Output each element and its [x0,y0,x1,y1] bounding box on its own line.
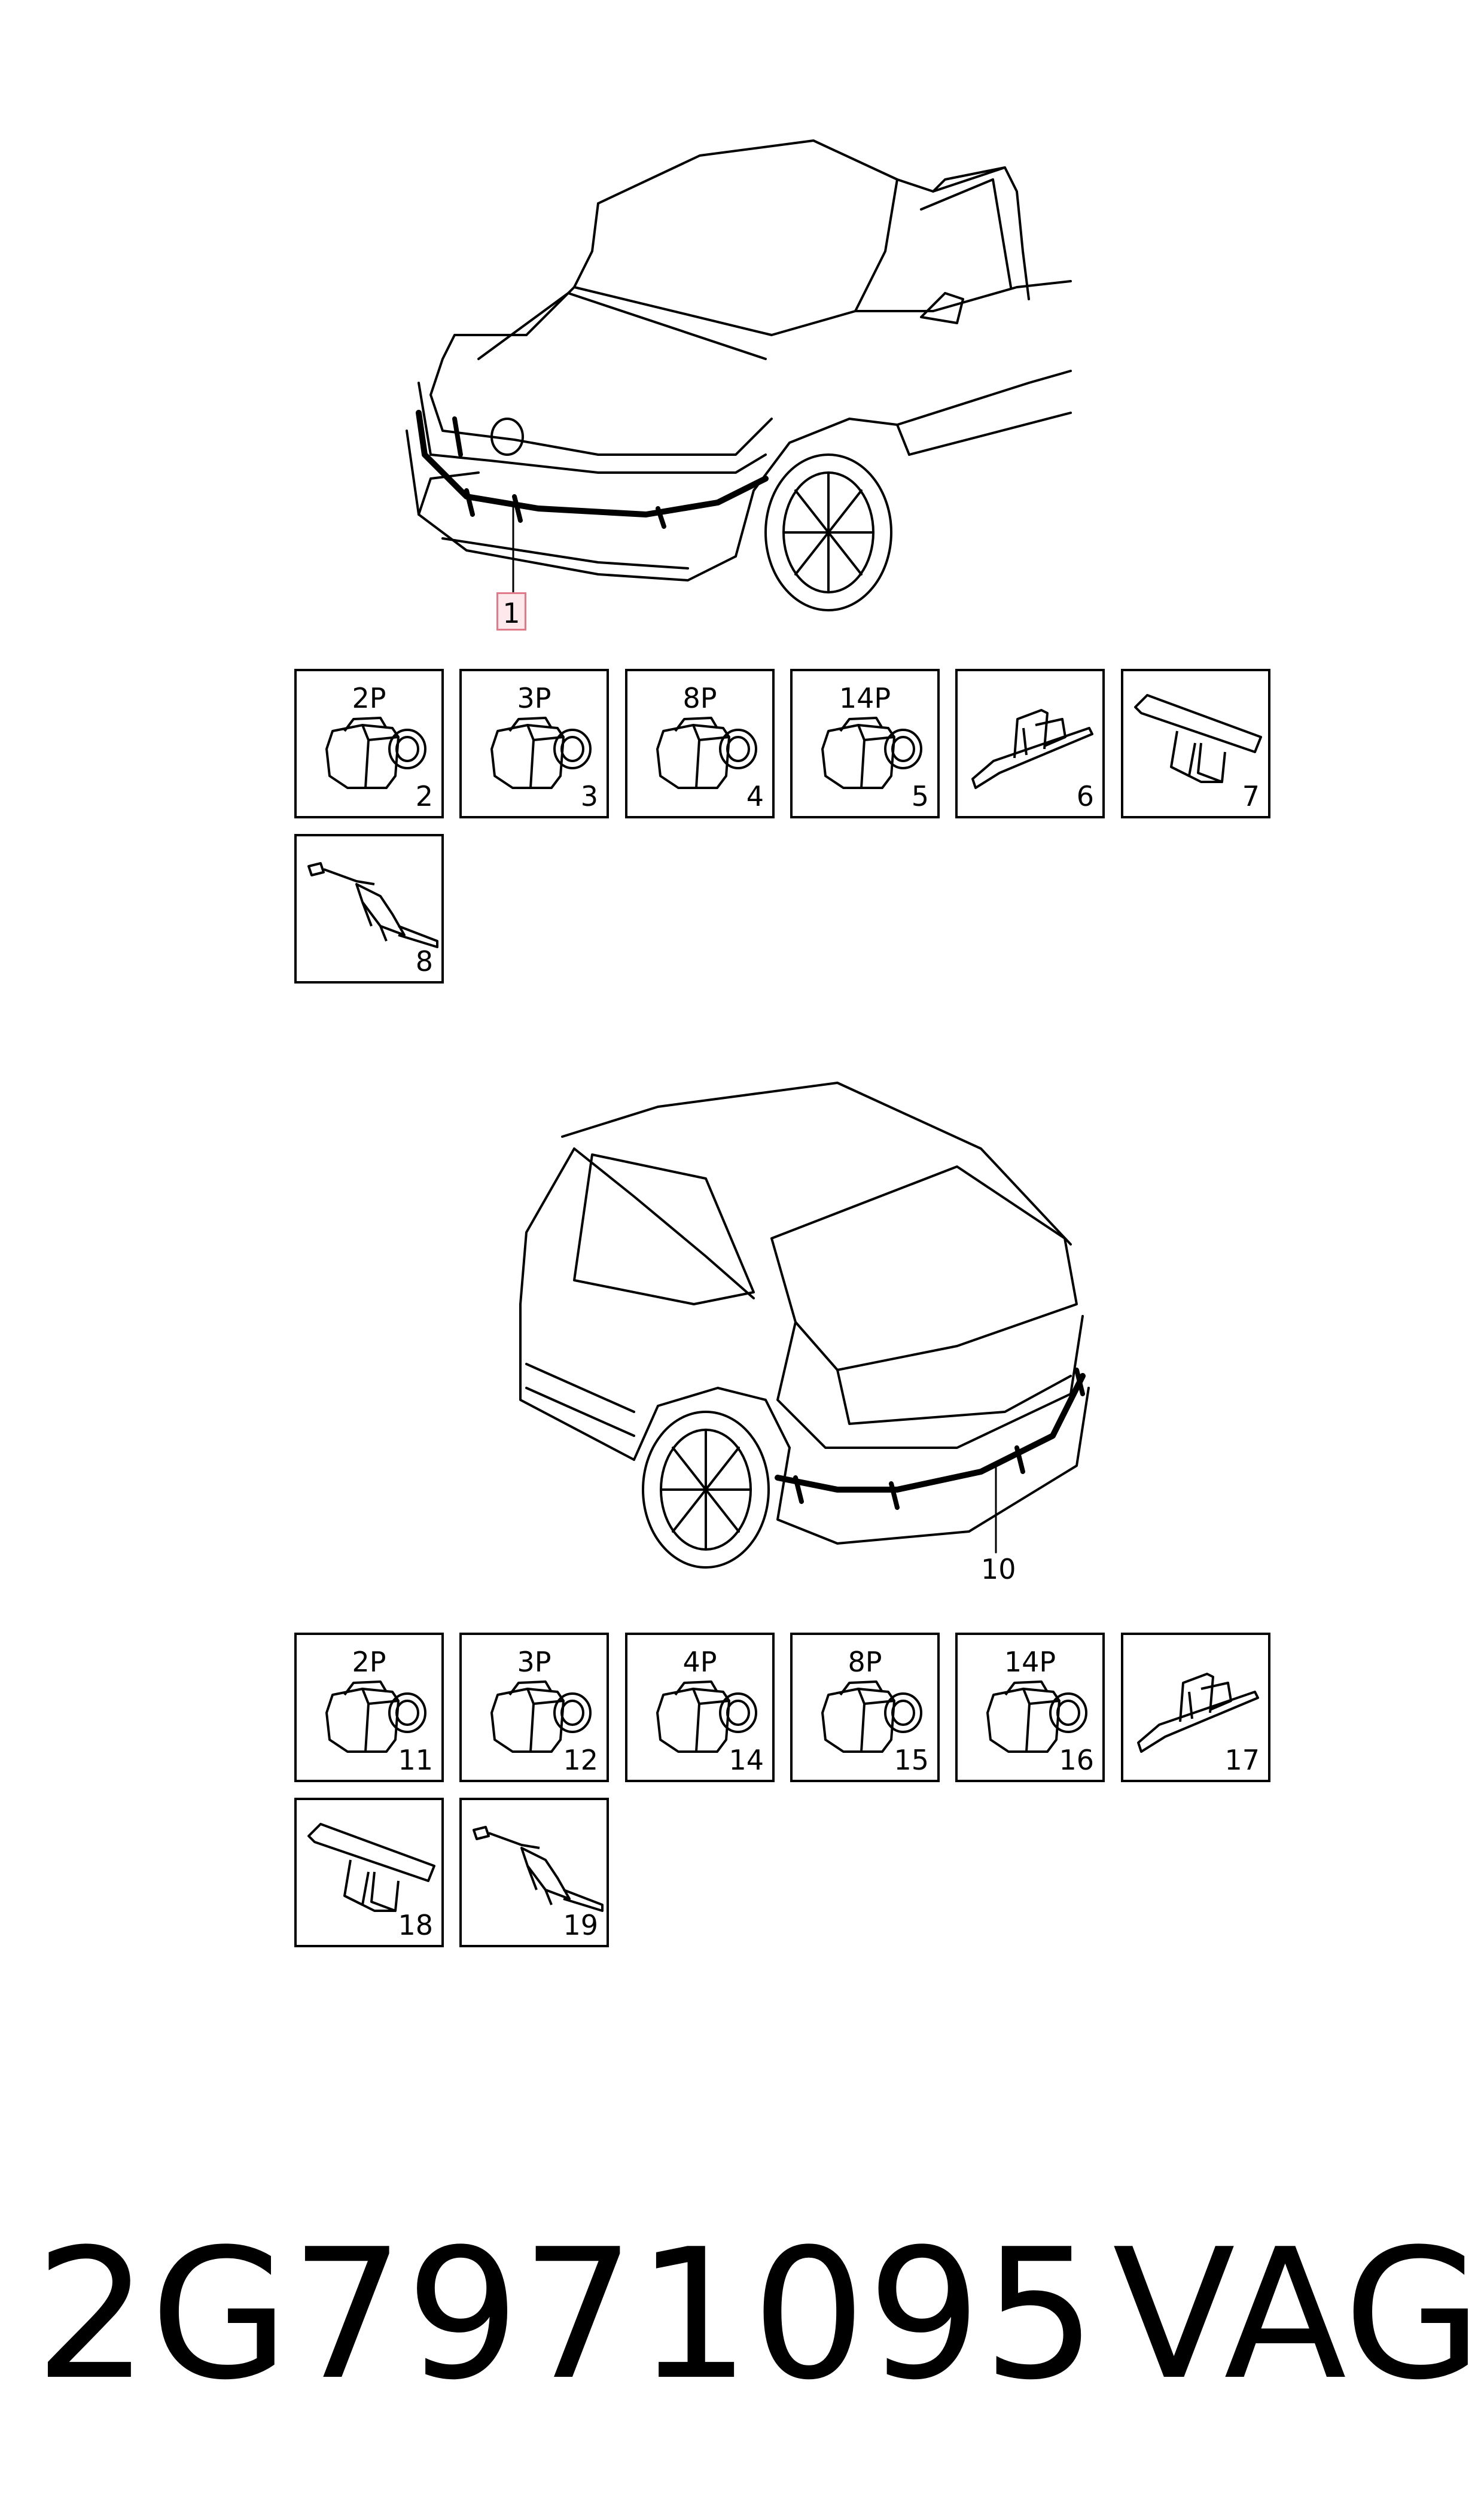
connector-icon [656,1680,757,1753]
part-number-label: 2 [415,780,433,812]
clip-icon [1137,1673,1259,1753]
part-number-label: 12 [563,1744,598,1776]
pin-count-label: 2P [352,682,386,714]
rear-part-15: 8P 15 [790,1633,940,1782]
part-number-label: 11 [398,1744,433,1776]
connector-icon [656,717,757,789]
pin-count-label: 3P [517,1646,551,1678]
pin-count-label: 4P [682,1646,717,1678]
callout-1: 1 [496,592,526,631]
rear-part-12: 3P 12 [459,1633,609,1782]
connector-icon [821,717,922,789]
pin-count-label: 14P [839,682,891,714]
connector-icon [325,1680,426,1753]
front-car-illustration [406,139,1072,611]
front-part-3: 3P 3 [459,669,609,818]
part-number-label: 6 [1076,780,1094,812]
cable-tie-icon [307,862,438,948]
connector-icon [325,717,426,789]
rear-part-11: 2P 11 [294,1633,444,1782]
part-number-label: 14 [729,1744,764,1776]
rear-part-18: 18 [294,1798,444,1947]
pin-count-label: 8P [848,1646,882,1678]
part-number-label: 5 [911,780,929,812]
front-part-4: 8P 4 [625,669,775,818]
connector-icon [821,1680,922,1753]
part-number-label: 18 [398,1909,433,1941]
rear-part-17: 17 [1121,1633,1270,1782]
connector-icon [986,1680,1087,1753]
cable-tie-icon [473,1826,604,1912]
connector-icon [490,1680,592,1753]
part-number-label: 19 [563,1909,598,1941]
front-part-6: 6 [955,669,1105,818]
callout-10: 10 [981,1553,1016,1585]
pin-count-label: 2P [352,1646,386,1678]
part-number-label: 4 [746,780,764,812]
part-number-label: 16 [1059,1744,1094,1776]
front-part-2: 2P 2 [294,669,444,818]
rear-part-16: 14P 16 [955,1633,1105,1782]
part-number-label: 15 [894,1744,929,1776]
bracket-icon [1134,694,1262,783]
rear-car-illustration [519,1082,1090,1569]
bracket-icon [307,1823,435,1912]
part-number-label: 3 [580,780,598,812]
rear-part-14: 4P 14 [625,1633,775,1782]
pin-count-label: 8P [682,682,717,714]
connector-icon [490,717,592,789]
brand-label: VAG [1113,2211,1483,2419]
part-number: 2G7971095 [35,2211,1098,2419]
clip-icon [971,709,1093,789]
front-part-8: 8 [294,834,444,984]
rear-part-19: 19 [459,1798,609,1947]
front-part-7: 7 [1121,669,1270,818]
front-part-5: 14P 5 [790,669,940,818]
part-number-label: 8 [415,945,433,978]
part-number-label: 17 [1224,1744,1260,1776]
pin-count-label: 14P [1004,1646,1056,1678]
pin-count-label: 3P [517,682,551,714]
part-number-label: 7 [1242,780,1260,812]
